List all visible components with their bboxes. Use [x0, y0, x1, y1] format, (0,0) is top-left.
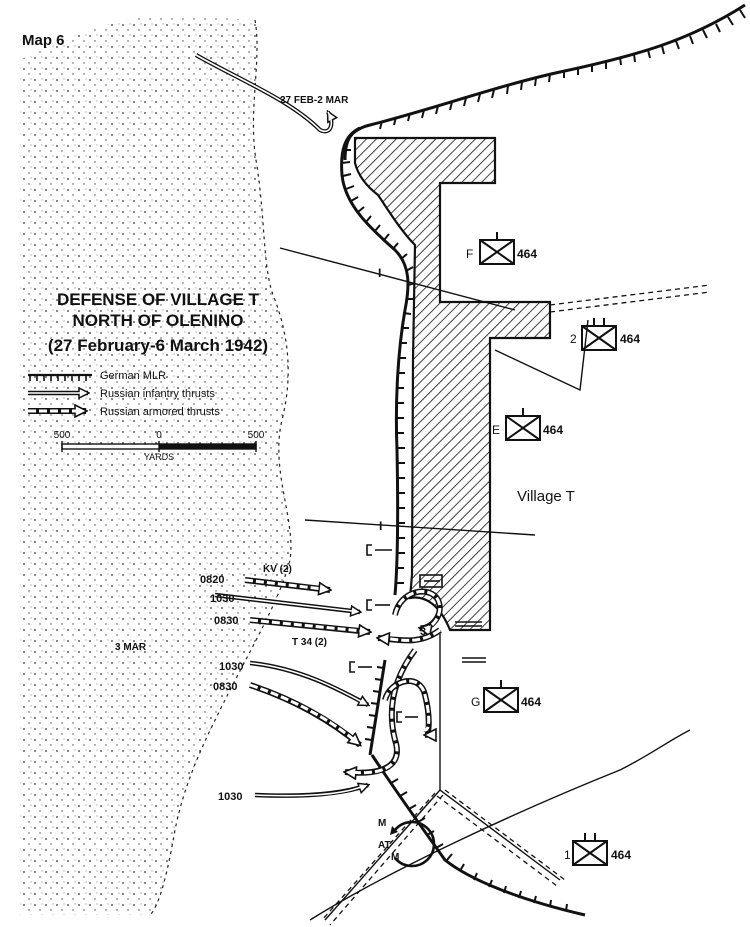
time-0830-b: 0830 [213, 681, 237, 693]
m-bottom-label: M [391, 852, 399, 863]
unit-symbols [479, 232, 617, 866]
point-3-label: 3 [420, 626, 426, 638]
forest-area [20, 16, 292, 916]
village-label: Village T [517, 488, 575, 505]
position-markers [349, 544, 486, 723]
time-0820: 0820 [200, 574, 224, 586]
forward-position-line [368, 659, 387, 756]
scale-right: 500 [248, 430, 265, 441]
tank-t34-label: T 34 (2) [292, 637, 327, 648]
unit-e-number: 464 [543, 423, 563, 437]
boundary-lines [279, 247, 691, 921]
unit-f-number: 464 [517, 247, 537, 261]
scale-mid: 0 [156, 430, 162, 441]
map-title-line3: (27 February-6 March 1942) [48, 336, 268, 355]
unit-e-letter: E [492, 423, 500, 437]
unit-1-number: 464 [611, 848, 631, 862]
time-1030-c: 1030 [218, 791, 242, 803]
unit-f-letter: F [466, 247, 473, 261]
village-t-area [353, 136, 552, 632]
northern-boundary-line [343, 3, 746, 161]
legend-infantry: Russian infantry thrusts [100, 388, 215, 400]
tank-kv-label: KV (2) [263, 564, 292, 575]
at-position [390, 820, 436, 868]
boundary-marker-1: I [378, 266, 381, 280]
at-label: AT [378, 840, 391, 851]
date-label-feb-mar: 27 FEB-2 MAR [280, 95, 349, 106]
german-mlr-south [370, 754, 586, 917]
scale-unit: YARDS [144, 452, 174, 462]
northern-boundary-ticks [379, 9, 746, 130]
german-mlr-south-ticks [381, 765, 568, 912]
time-0830-a: 0830 [214, 615, 238, 627]
m-top-label: M [378, 818, 386, 829]
map-title-line1: DEFENSE OF VILLAGE T [57, 290, 260, 309]
legend-german-mlr: German MLR [100, 370, 166, 382]
legend-armored: Russian armored thrusts [100, 406, 220, 418]
time-1030-b: 1030 [219, 661, 243, 673]
scale-left: 500 [54, 430, 71, 441]
armored-thrusts [244, 577, 443, 773]
map-title-line2: NORTH OF OLENINO [73, 311, 244, 330]
unit-1-letter: 1 [564, 848, 571, 862]
legend-graphics [28, 373, 92, 411]
time-1030-a: 1030 [210, 593, 234, 605]
unit-2-number: 464 [620, 332, 640, 346]
forward-position-ticks [364, 666, 385, 741]
unit-g-number: 464 [521, 695, 541, 709]
german-mlr-ticks [341, 149, 416, 584]
dashed-roads [321, 284, 711, 926]
unit-g-letter: G [471, 695, 480, 709]
map-label: Map 6 [22, 32, 65, 49]
infantry-thrusts [214, 592, 368, 798]
boundary-marker-2: I [379, 519, 382, 533]
date-label-mar3: 3 MAR [115, 642, 147, 653]
unit-2-letter: 2 [570, 332, 577, 346]
scale-bar [61, 441, 257, 452]
